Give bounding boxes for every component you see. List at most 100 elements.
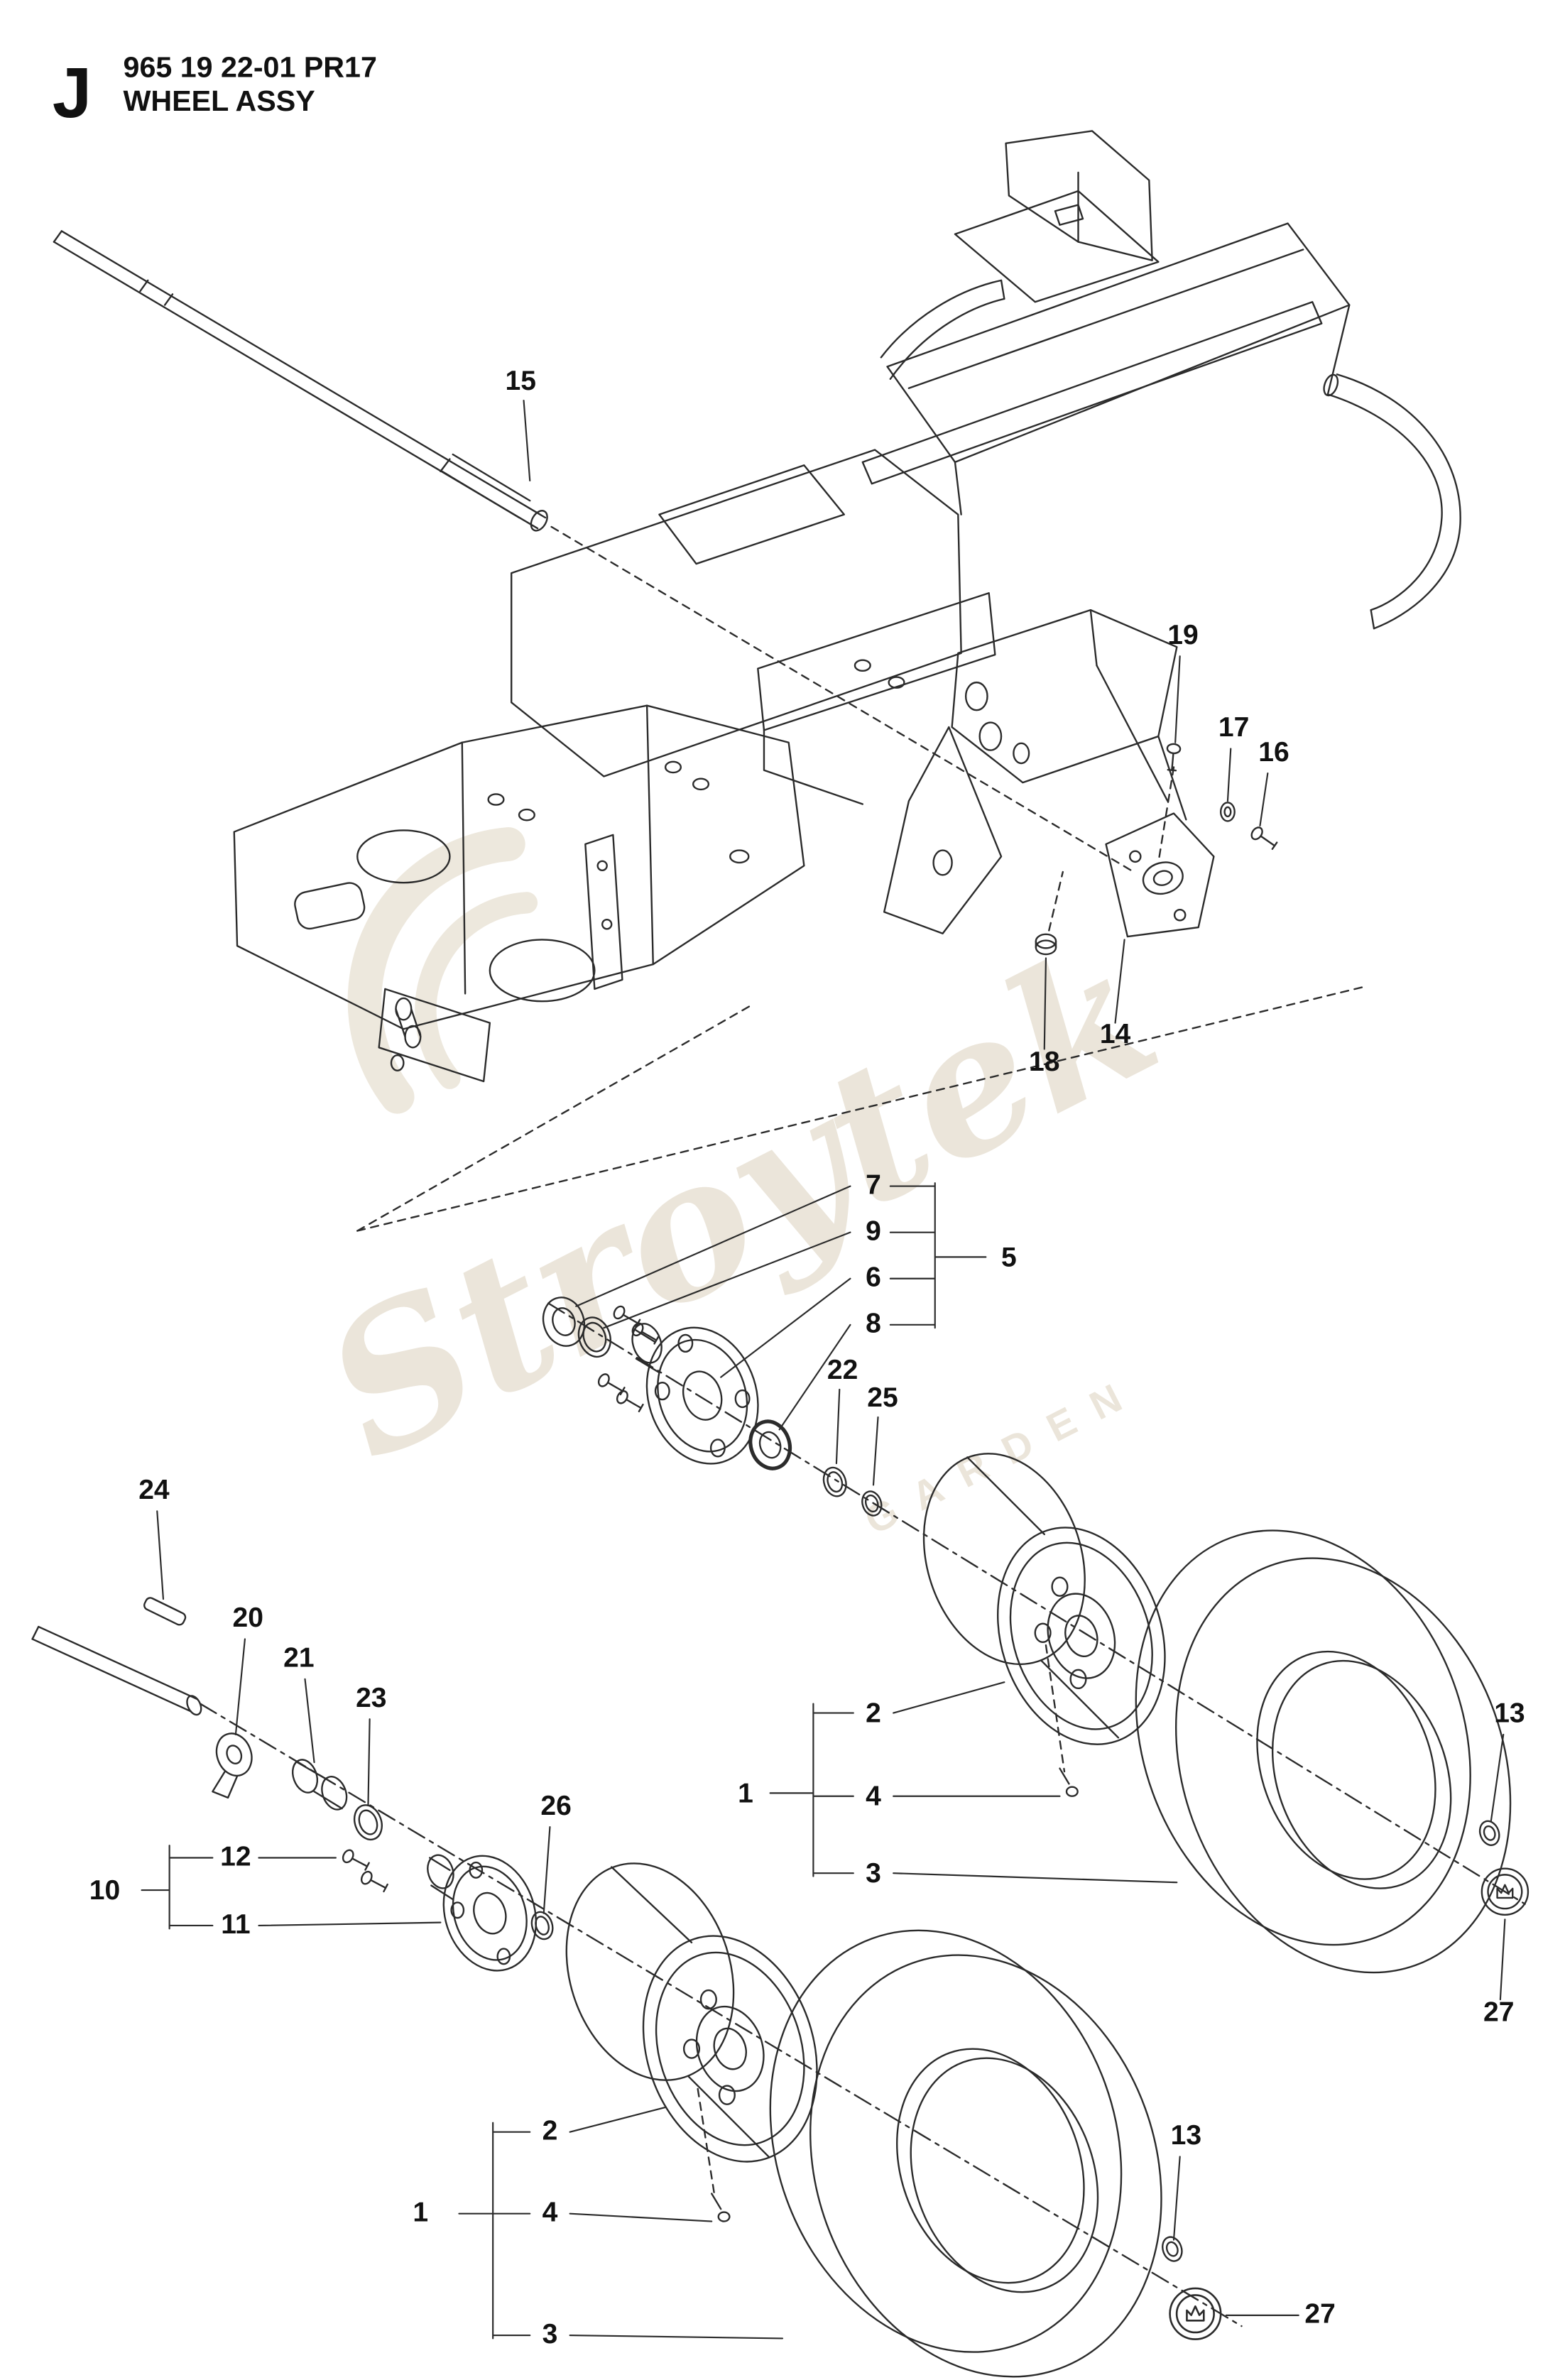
- upper-hub-group: [542, 1297, 883, 1517]
- key-24: [143, 1597, 187, 1626]
- callout-leader-23: [367, 1718, 371, 1806]
- callout-leader-26: [542, 1826, 551, 1914]
- washer-13-upper: [1478, 1820, 1500, 1846]
- part-callout-18: 18: [1029, 1047, 1059, 1077]
- part-callout-2l: 2: [542, 2116, 558, 2146]
- tractor-frame-drawing: [233, 130, 1461, 1083]
- callout-leader-18: [1043, 957, 1047, 1050]
- part-callout-6: 6: [866, 1262, 881, 1293]
- rim-upper: [922, 1453, 1086, 1666]
- washer-13-lower: [1162, 2236, 1183, 2262]
- tire-upper: [1135, 1529, 1471, 1946]
- hub-11: [442, 1855, 538, 1972]
- part-callout-25: 25: [867, 1382, 898, 1413]
- callout-leader-14: [1114, 939, 1125, 1024]
- callout-leader-13u: [1490, 1733, 1505, 1822]
- flange-washer-20: [215, 1732, 253, 1777]
- callout-leader-15: [523, 400, 531, 481]
- part-callout-21: 21: [283, 1642, 314, 1673]
- part-callout-11: 11: [221, 1909, 250, 1940]
- mount-plate-14: [1105, 812, 1215, 938]
- hub-6: [645, 1326, 759, 1465]
- callout-leader-9: [603, 1231, 851, 1329]
- section-letter: J: [53, 54, 92, 133]
- part-callout-15: 15: [506, 366, 536, 396]
- part-callout-12: 12: [220, 1841, 251, 1872]
- washer-17: [1219, 802, 1236, 822]
- bolt-12a: [340, 1847, 371, 1873]
- part-callout-14: 14: [1100, 1019, 1131, 1049]
- part-callout-13u: 13: [1494, 1698, 1525, 1729]
- callout-leader-2l: [569, 2106, 667, 2133]
- part-callout-22: 22: [827, 1355, 858, 1385]
- callout-leader-2u: [893, 1681, 1005, 1714]
- part-callout-23: 23: [356, 1683, 386, 1713]
- part-callout-20: 20: [233, 1603, 263, 1633]
- bearing-8: [748, 1419, 792, 1470]
- washer-22: [822, 1466, 847, 1497]
- callout-leader-21: [304, 1678, 315, 1764]
- callout-leader-6: [720, 1277, 851, 1378]
- callout-leader-25: [872, 1416, 879, 1486]
- callout-leader-19: [1174, 655, 1181, 743]
- part-callout-3u: 3: [866, 1858, 881, 1889]
- part-callout-27u: 27: [1483, 1997, 1514, 2027]
- part-callout-16: 16: [1258, 737, 1289, 768]
- callout-leader-3u: [893, 1872, 1178, 1884]
- bolt-12b: [359, 1869, 390, 1895]
- watermark-subtext: GARDEN: [858, 1365, 1148, 1543]
- watermark: Stroytek GARDEN: [293, 827, 1188, 1543]
- ring-25: [861, 1490, 883, 1517]
- callout-leader-20: [234, 1638, 246, 1736]
- part-callout-9: 9: [866, 1216, 881, 1247]
- construction-lines: [199, 525, 1526, 2327]
- callout-leader-13l: [1172, 2156, 1181, 2241]
- assembly-title: WHEEL ASSY: [124, 84, 315, 117]
- part-callout-1l: 1: [413, 2198, 428, 2228]
- part-callout-8: 8: [866, 1309, 881, 1339]
- part-number: 965 19 22-01 PR17: [124, 50, 377, 83]
- part-callout-10: 10: [89, 1875, 120, 1906]
- part-callout-17: 17: [1218, 712, 1249, 743]
- valve-stem-upper: [1059, 1767, 1070, 1785]
- screw-16: [1248, 824, 1280, 852]
- bearing-7: [542, 1297, 586, 1347]
- valve-stem-lower: [711, 2193, 722, 2210]
- callout-leader-22: [835, 1388, 841, 1465]
- part-callout-13l: 13: [1171, 2120, 1201, 2151]
- callout-leader-17: [1226, 748, 1232, 802]
- part-callout-5: 5: [1001, 1242, 1017, 1272]
- callout-layer: 1519171618147968522252431132724202123101…: [89, 366, 1525, 2349]
- callout-brackets: [141, 1182, 987, 2340]
- rim-lower: [565, 1862, 735, 2081]
- part-callout-1u: 1: [738, 1778, 753, 1808]
- hubcap-27-lower: [1169, 2287, 1222, 2340]
- spacer-21: [291, 1759, 319, 1794]
- callout-leader-24: [156, 1510, 165, 1600]
- part-callout-2u: 2: [866, 1698, 881, 1729]
- part-callout-19: 19: [1167, 620, 1198, 650]
- mount-plate-fasteners: [1035, 742, 1280, 956]
- callout-leader-27u: [1499, 1918, 1506, 2001]
- part-callout-3l: 3: [542, 2319, 558, 2349]
- lower-wheel-group: [565, 1862, 1222, 2378]
- part-callout-26: 26: [540, 1791, 571, 1821]
- upper-wheel-group: [922, 1453, 1529, 1974]
- ring-9: [577, 1316, 611, 1358]
- part-callout-7: 7: [866, 1169, 881, 1200]
- tire-lower: [769, 1929, 1123, 2353]
- part-callout-24: 24: [138, 1475, 170, 1505]
- callout-leader-16: [1259, 773, 1269, 826]
- callout-leader-8: [778, 1323, 851, 1431]
- part-callout-4l: 4: [542, 2198, 558, 2228]
- oring-23: [353, 1804, 383, 1841]
- axle-shaft: [53, 230, 548, 532]
- washer-26: [530, 1911, 554, 1940]
- part-callout-4u: 4: [866, 1781, 881, 1812]
- callout-leader-4l: [569, 2212, 713, 2222]
- part-callout-27l: 27: [1304, 2299, 1335, 2330]
- callout-leader-3l: [569, 2334, 784, 2340]
- callout-leader-11: [258, 1921, 442, 1927]
